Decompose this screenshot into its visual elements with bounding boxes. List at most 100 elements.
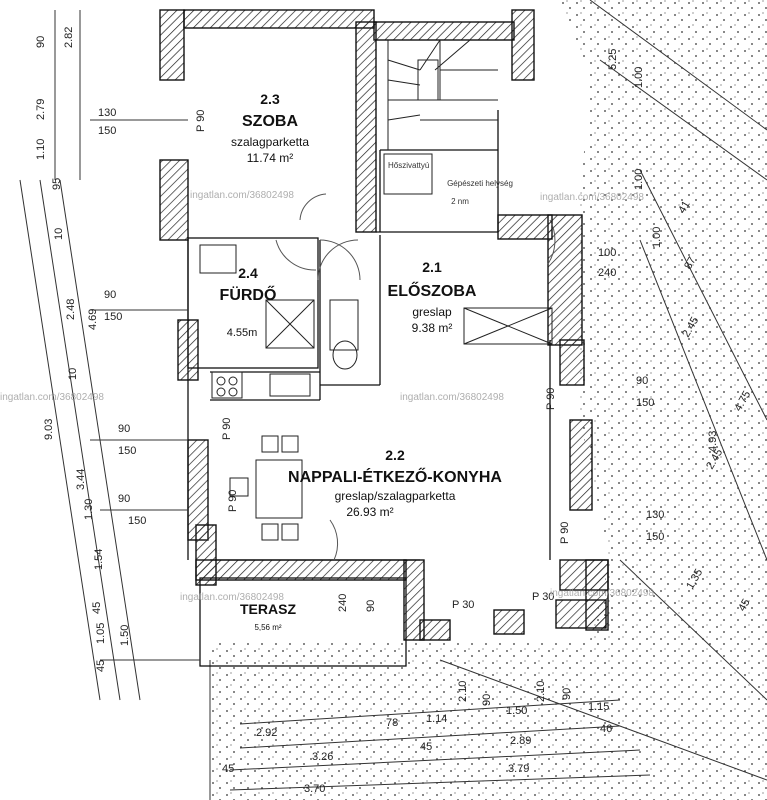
- svg-text:3.26: 3.26: [312, 751, 333, 763]
- svg-text:2.79: 2.79: [35, 99, 47, 120]
- sink: [199, 244, 237, 274]
- svg-text:87: 87: [682, 255, 699, 272]
- room-name: NAPPALI-ÉTKEZŐ-KONYHA: [288, 467, 502, 486]
- right-dimensions: 5.25 1.00 1.00 1.00 41 87 2.45 4.75 2.45…: [598, 49, 753, 614]
- svg-text:100: 100: [598, 247, 616, 259]
- opening-labels: P 90 P 90 P 90 P 90 P 90 P 30 P 30: [195, 110, 571, 611]
- room-number: 2.2: [385, 447, 405, 463]
- svg-text:150: 150: [646, 531, 664, 543]
- dimension-lines-left: [19, 10, 200, 701]
- svg-text:90: 90: [35, 36, 47, 48]
- shower: [265, 299, 315, 349]
- terrace-dim-a: 240: [337, 594, 349, 612]
- room-number: 2.3: [260, 91, 280, 107]
- svg-text:1.00: 1.00: [633, 67, 645, 88]
- svg-text:P 30: P 30: [452, 599, 474, 611]
- svg-text:5.25: 5.25: [607, 49, 619, 70]
- svg-text:9.03: 9.03: [43, 419, 55, 440]
- svg-text:10: 10: [53, 228, 65, 240]
- room-area: 5,56 m²: [254, 623, 281, 632]
- toilet-tank: [329, 299, 359, 351]
- svg-text:3.79: 3.79: [508, 763, 529, 775]
- room-number: 2.4: [238, 265, 258, 281]
- svg-text:P 90: P 90: [559, 522, 571, 544]
- terrace-dim-b: 90: [365, 600, 377, 612]
- svg-text:1.15: 1.15: [588, 701, 609, 713]
- kitchen-sink: [269, 373, 311, 397]
- svg-text:P 90: P 90: [227, 490, 239, 512]
- room-name: FÜRDŐ: [220, 285, 277, 304]
- svg-text:45: 45: [222, 763, 234, 775]
- svg-text:ingatlan.com/36802498: ingatlan.com/36802498: [400, 392, 504, 403]
- fixtures: [199, 153, 553, 541]
- svg-text:ingatlan.com/36802498: ingatlan.com/36802498: [540, 192, 644, 203]
- svg-text:1.50: 1.50: [506, 705, 527, 717]
- svg-text:ingatlan.com/36802498: ingatlan.com/36802498: [190, 190, 294, 201]
- room-name: SZOBA: [242, 113, 298, 130]
- svg-text:90: 90: [118, 493, 130, 505]
- svg-text:2.48: 2.48: [65, 299, 77, 320]
- heat-pump: [383, 153, 433, 195]
- room-area: 11.74 m²: [247, 151, 293, 165]
- svg-text:3.44: 3.44: [75, 469, 87, 490]
- svg-text:2.92: 2.92: [256, 727, 277, 739]
- svg-text:P 30: P 30: [532, 591, 554, 603]
- svg-text:130: 130: [98, 107, 116, 119]
- staircase: [387, 39, 498, 150]
- svg-text:90: 90: [561, 688, 573, 700]
- svg-text:2.10: 2.10: [535, 681, 547, 702]
- svg-text:46: 46: [600, 723, 612, 735]
- dining-table: [255, 459, 303, 519]
- room-szoba: 2.3 SZOBA szalagparketta 11.74 m²: [231, 91, 309, 165]
- svg-text:1.54: 1.54: [93, 549, 105, 570]
- svg-text:1.00: 1.00: [633, 169, 645, 190]
- svg-text:ingatlan.com/36802498: ingatlan.com/36802498: [180, 592, 284, 603]
- svg-text:150: 150: [636, 397, 654, 409]
- room-area: 26.93 m²: [346, 505, 393, 519]
- mechanical-room-area: 2 nm: [451, 197, 469, 206]
- bottom-dimensions: 2.10 90 2.10 90 78 1.14 1.50 1.15 2.92 4…: [222, 681, 612, 795]
- svg-text:45: 45: [420, 741, 432, 753]
- svg-text:240: 240: [598, 267, 616, 279]
- room-floor: greslap: [412, 305, 452, 319]
- room-floor: szalagparketta: [231, 135, 309, 149]
- svg-text:90: 90: [481, 694, 493, 706]
- svg-text:P 90: P 90: [221, 418, 233, 440]
- svg-text:P 90: P 90: [195, 110, 207, 132]
- dimension-lines-bottom: [209, 699, 651, 800]
- door-swings: [275, 193, 556, 561]
- svg-text:4.93: 4.93: [707, 431, 719, 452]
- svg-text:90: 90: [104, 289, 116, 301]
- svg-text:10: 10: [67, 368, 79, 380]
- room-area: 4.55m: [227, 327, 258, 339]
- svg-text:150: 150: [104, 311, 122, 323]
- svg-text:2.89: 2.89: [510, 735, 531, 747]
- svg-text:90: 90: [118, 423, 130, 435]
- property-lines: [209, 0, 767, 800]
- svg-text:150: 150: [128, 515, 146, 527]
- svg-text:1.05: 1.05: [95, 623, 107, 644]
- room-nappali: 2.2 NAPPALI-ÉTKEZŐ-KONYHA greslap/szalag…: [288, 447, 502, 519]
- room-name: ELŐSZOBA: [388, 281, 477, 300]
- svg-text:1.30: 1.30: [83, 499, 95, 520]
- svg-text:3.70: 3.70: [304, 783, 325, 795]
- svg-text:2.10: 2.10: [457, 681, 469, 702]
- mechanical-room-label: Gépészeti helység: [447, 179, 513, 188]
- svg-text:45: 45: [95, 660, 107, 672]
- room-eloszoba: 2.1 ELŐSZOBA greslap 9.38 m²: [388, 259, 477, 335]
- watermarks: ingatlan.com/36802498 ingatlan.com/36802…: [0, 190, 654, 603]
- svg-text:95: 95: [51, 178, 63, 190]
- svg-text:130: 130: [646, 509, 664, 521]
- svg-text:1.14: 1.14: [426, 713, 447, 725]
- svg-text:ingatlan.com/36802498: ingatlan.com/36802498: [550, 588, 654, 599]
- svg-text:41: 41: [676, 199, 693, 216]
- heat-pump-label: Hőszivattyú: [388, 161, 429, 170]
- left-dimensions: 2.79 1.10 90 2.82 130 150 95 10 2.48 4.6…: [35, 27, 146, 672]
- svg-text:P 90: P 90: [545, 388, 557, 410]
- svg-text:ingatlan.com/36802498: ingatlan.com/36802498: [0, 392, 104, 403]
- svg-text:90: 90: [636, 375, 648, 387]
- svg-text:150: 150: [98, 125, 116, 137]
- svg-text:1.50: 1.50: [119, 625, 131, 646]
- svg-text:1.00: 1.00: [651, 227, 663, 248]
